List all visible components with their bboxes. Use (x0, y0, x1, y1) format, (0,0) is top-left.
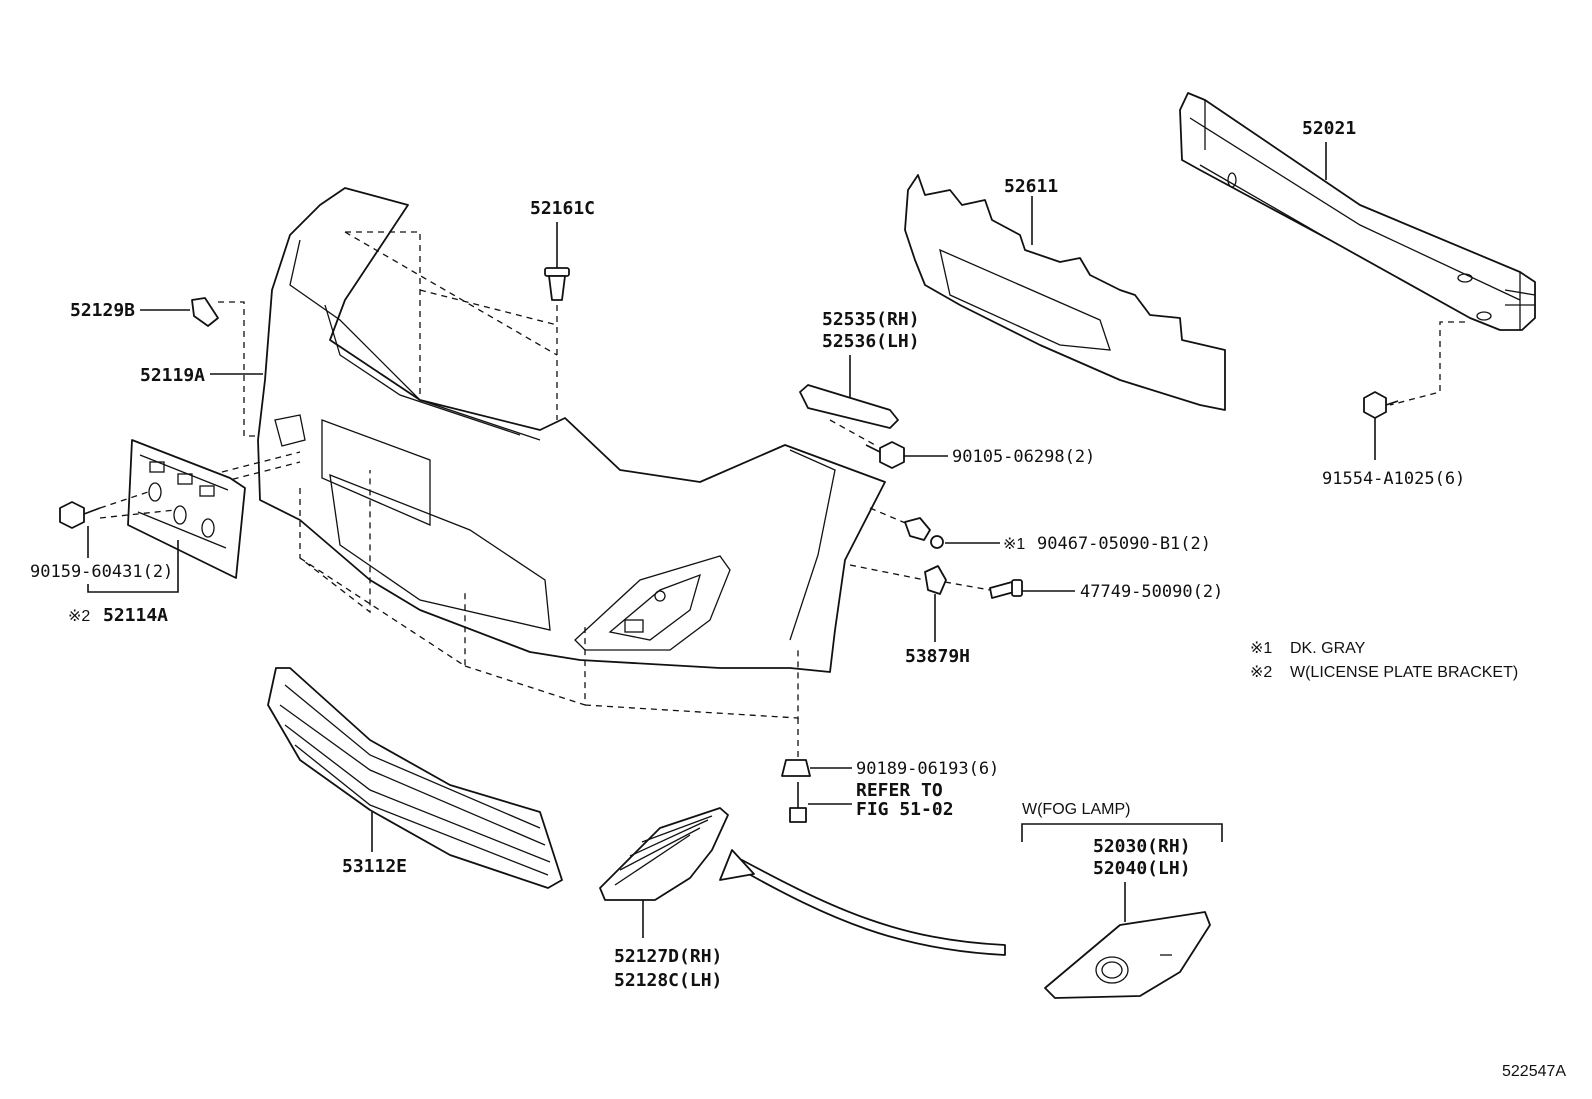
dash-90159 (99, 491, 176, 519)
label-52129b: 52129B (70, 300, 135, 321)
label-52021: 52021 (1302, 118, 1356, 139)
fastener-90467[interactable] (904, 517, 944, 549)
note-1-text: DK. GRAY (1290, 640, 1366, 657)
label-90105: 90105-06298(2) (952, 447, 1095, 467)
label-53112e: 53112E (342, 856, 407, 877)
dash-90467 (869, 507, 911, 526)
label-53879h: 53879H (905, 646, 970, 667)
figure-id: 522547A (1502, 1063, 1566, 1080)
license-plate-bracket-52114a[interactable] (127, 439, 246, 579)
bracket-52129b[interactable] (191, 297, 219, 327)
leader-52114a (87, 540, 179, 593)
label-90189: 90189-06193(6) (856, 759, 999, 779)
label-52127d: 52127D(RH) (614, 946, 722, 967)
label-52040: 52040(LH) (1093, 858, 1191, 879)
note-1-mark: ※1 (1250, 640, 1272, 657)
energy-absorber-52611[interactable] (904, 174, 1226, 411)
fog-lamp-bezel-52030[interactable] (1044, 911, 1211, 999)
fog-lamp-bracket (1021, 823, 1223, 842)
dash-52129b (218, 301, 262, 437)
label-90467: 90467-05090-B1(2) (1037, 534, 1211, 554)
dash-52535 (829, 419, 876, 446)
dash-cover-bottom (299, 470, 799, 719)
label-90159: 90159-60431(2) (30, 562, 173, 582)
label-52114a-mark: ※2 (68, 608, 90, 625)
fog-lamp-heading: W(FOG LAMP) (1022, 801, 1130, 818)
label-52536: 52536(LH) (822, 331, 920, 352)
label-47749: 47749-50090(2) (1080, 582, 1223, 602)
label-90467-mark: ※1 (1003, 536, 1025, 553)
note-2-mark: ※2 (1250, 664, 1272, 681)
dash-plate (221, 451, 301, 483)
bolt-90159[interactable] (59, 501, 101, 529)
refer-line-1: REFER TO (856, 780, 943, 801)
label-52128c: 52128C(LH) (614, 970, 722, 991)
bolt-90105[interactable] (865, 441, 905, 469)
label-52114a: 52114A (103, 605, 168, 626)
screw-47749[interactable] (989, 579, 1023, 599)
label-52535: 52535(RH) (822, 309, 920, 330)
clip-52161c[interactable] (544, 267, 570, 301)
dash-91554 (1389, 321, 1465, 406)
label-52030: 52030(RH) (1093, 836, 1191, 857)
screw-fig-51-02[interactable] (789, 782, 807, 823)
retainer-52535[interactable] (799, 384, 899, 429)
replacement-arrow (719, 849, 1006, 956)
note-2-text: W(LICENSE PLATE BRACKET) (1290, 664, 1518, 681)
refer-line-2: FIG 51-02 (856, 799, 954, 820)
bumper-reinforcement-52021[interactable] (1179, 92, 1536, 331)
nut-53879h[interactable] (924, 565, 947, 595)
label-52161c: 52161C (530, 198, 595, 219)
dash-cover-top (344, 231, 558, 395)
label-52119a: 52119A (140, 365, 205, 386)
bolt-91554[interactable] (1363, 391, 1399, 419)
clip-90189[interactable] (781, 759, 811, 777)
lower-grille-53112e[interactable] (267, 667, 563, 889)
label-91554: 91554-A1025(6) (1322, 469, 1465, 489)
fog-lamp-cover-52127d[interactable] (599, 807, 729, 901)
bumper-cover-52119a[interactable] (257, 187, 886, 673)
dash-53879h (849, 564, 991, 591)
label-52611: 52611 (1004, 176, 1058, 197)
